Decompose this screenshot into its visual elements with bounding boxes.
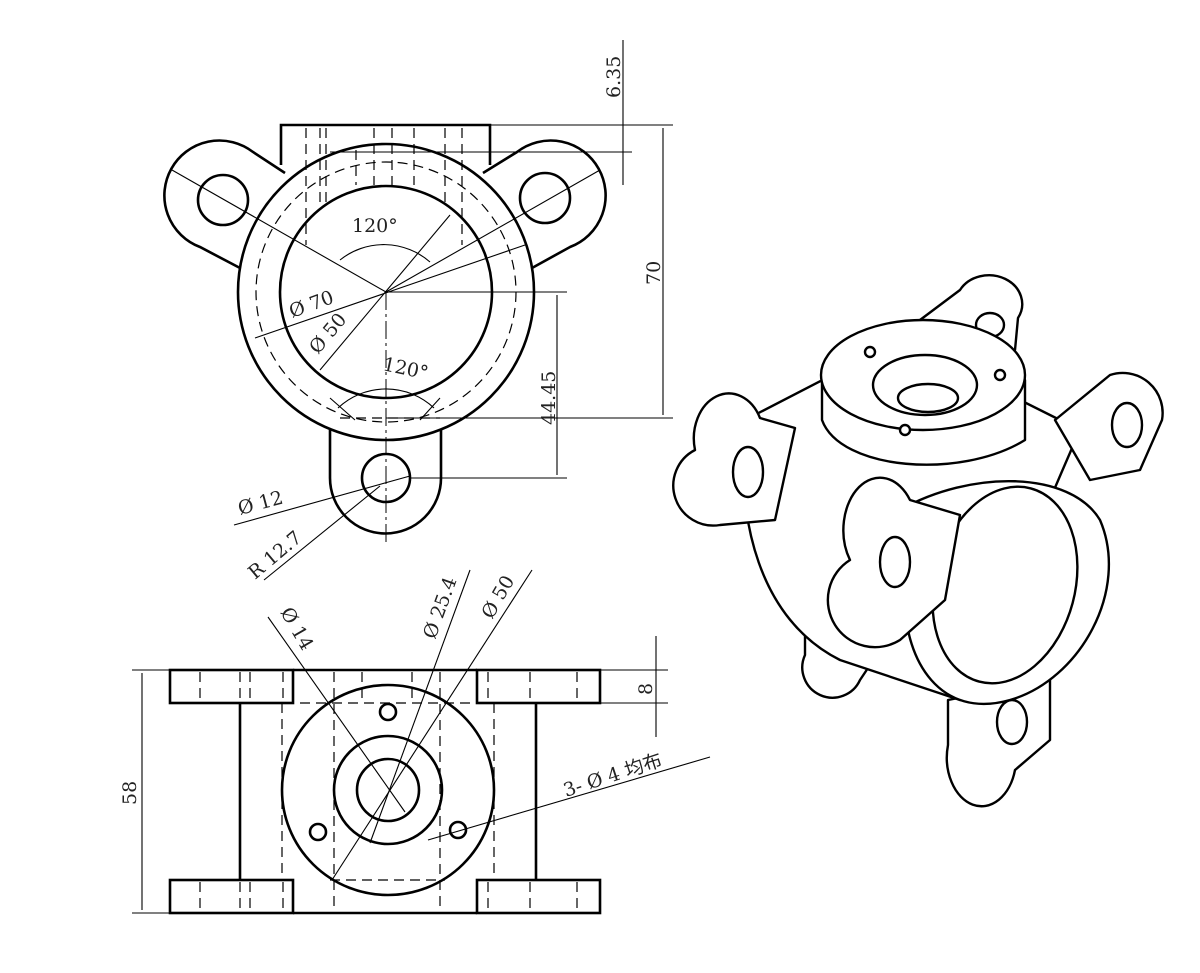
flange-top-left xyxy=(168,668,295,705)
dim-44-45: 44.45 xyxy=(538,371,560,425)
dim-inner-diameter: Ø 50 xyxy=(305,309,351,358)
right-lug-hole xyxy=(518,171,572,225)
dim-angle-bottom: 120° xyxy=(381,353,430,384)
top-flange-outline xyxy=(279,123,492,165)
dim-bore: Ø 14 xyxy=(276,604,318,655)
dim-flange-thickness: 8 xyxy=(635,683,657,695)
right-lug xyxy=(482,139,607,270)
hidden-lines-top xyxy=(305,128,463,245)
flange-bottom-right xyxy=(475,878,602,915)
dim-total-height: 58 xyxy=(119,781,141,805)
dim-boss: Ø 50 xyxy=(477,572,519,623)
dim-lug-radius: R 12.7 xyxy=(244,527,306,584)
left-lug xyxy=(163,139,286,270)
flange-top-right xyxy=(475,668,602,705)
flange-bottom-left xyxy=(168,878,295,915)
left-lug-hole xyxy=(196,173,250,227)
small-hole xyxy=(378,702,398,722)
dim-70: 70 xyxy=(643,261,665,285)
counterbore-circle xyxy=(332,734,444,846)
boss-circle xyxy=(280,683,496,897)
small-hole xyxy=(308,822,328,842)
isometric-view xyxy=(672,274,1164,808)
dim-lug-hole: Ø 12 xyxy=(236,487,286,520)
dim-counterbore: Ø 25.4 xyxy=(419,574,462,642)
dim-angle-top: 120° xyxy=(352,215,398,237)
top-view: 6.35 70 120° 120° Ø 70 Ø 50 44.45 Ø 12 R… xyxy=(163,40,673,584)
small-hole xyxy=(448,820,468,840)
note-holes: 3- Ø 4 均布 xyxy=(561,749,665,802)
bore-circle xyxy=(355,757,421,823)
front-view: Ø 14 Ø 25.4 Ø 50 8 58 3- Ø 4 均布 xyxy=(119,569,711,915)
dim-6-35: 6.35 xyxy=(603,56,625,98)
